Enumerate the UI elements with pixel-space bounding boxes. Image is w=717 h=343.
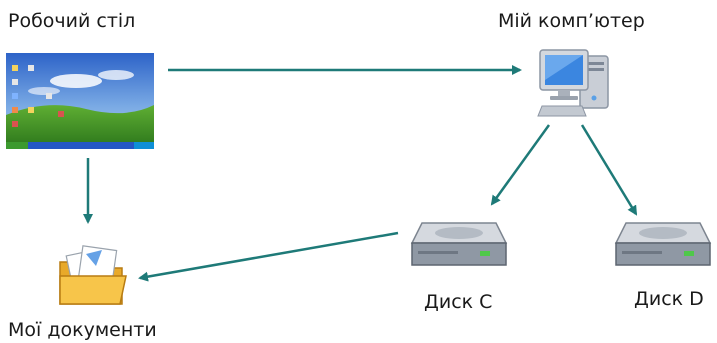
my-computer-label: Мій комп’ютер xyxy=(498,10,645,32)
disk-c-label: Диск C xyxy=(424,291,493,313)
computer-icon xyxy=(536,42,616,122)
arrow-disk-c-to-documents xyxy=(138,231,399,282)
hard-drive-icon xyxy=(410,213,508,275)
documents-folder-icon xyxy=(56,240,130,314)
arrow-computer-to-disk-c xyxy=(490,124,551,206)
disk-d-label: Диск D xyxy=(634,288,704,310)
hard-drive-icon xyxy=(614,213,712,275)
arrow-computer-to-disk-d xyxy=(580,124,638,216)
my-documents-label: Мої документи xyxy=(8,319,157,341)
desktop-screenshot-icon xyxy=(6,53,154,149)
desktop-label: Робочий стіл xyxy=(8,10,136,32)
